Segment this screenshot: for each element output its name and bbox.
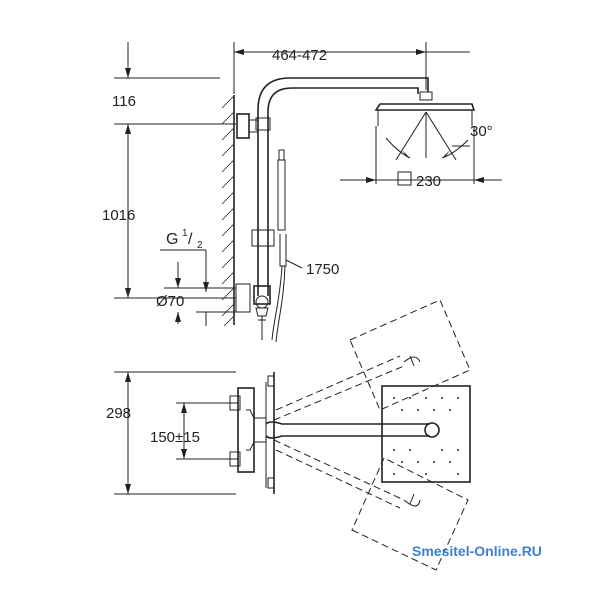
head-plan <box>381 385 471 483</box>
overhead-shower <box>340 91 502 186</box>
label-head-tilt: 30° <box>470 123 493 140</box>
label-hose-length: 1750 <box>306 261 339 278</box>
label-inlet-diameter: Ø70 <box>156 293 184 310</box>
dim-thread: G 1 / 2 <box>160 228 209 292</box>
label-thread-den: 2 <box>197 240 203 251</box>
wall-section <box>221 95 235 327</box>
valve-body <box>222 387 267 473</box>
wall-plan <box>265 372 275 494</box>
label-inlet-spacing: 150±15 <box>150 429 200 446</box>
dim-valve-height: 298 <box>106 371 236 495</box>
dim-hose-length: 1750 <box>285 259 339 278</box>
label-head-size: 230 <box>416 173 441 190</box>
shower-riser <box>235 77 429 340</box>
dim-arm-reach: 464-472 <box>233 42 470 94</box>
dim-inlet-diameter: Ø70 <box>156 262 236 326</box>
watermark-text: Smesitel-Online.RU <box>412 543 542 559</box>
label-top-offset: 116 <box>112 93 136 110</box>
label-valve-height: 298 <box>106 405 131 422</box>
label-thread-num: 1 <box>182 228 188 239</box>
plan-view: 298 150±15 <box>106 299 471 571</box>
side-view: 464-472 116 1016 G 1 / 2 <box>102 42 502 343</box>
label-riser-height: 1016 <box>102 207 135 224</box>
svg-text:/: / <box>188 231 193 248</box>
label-arm-reach: 464-472 <box>272 47 327 64</box>
swing-range <box>273 299 471 571</box>
dim-top-offset: 116 <box>112 42 236 125</box>
label-thread: G <box>166 231 178 248</box>
dim-riser-height: 1016 <box>102 124 236 299</box>
hand-shower <box>271 149 287 343</box>
dim-inlet-spacing: 150±15 <box>150 402 222 460</box>
arm-plan <box>265 421 440 439</box>
